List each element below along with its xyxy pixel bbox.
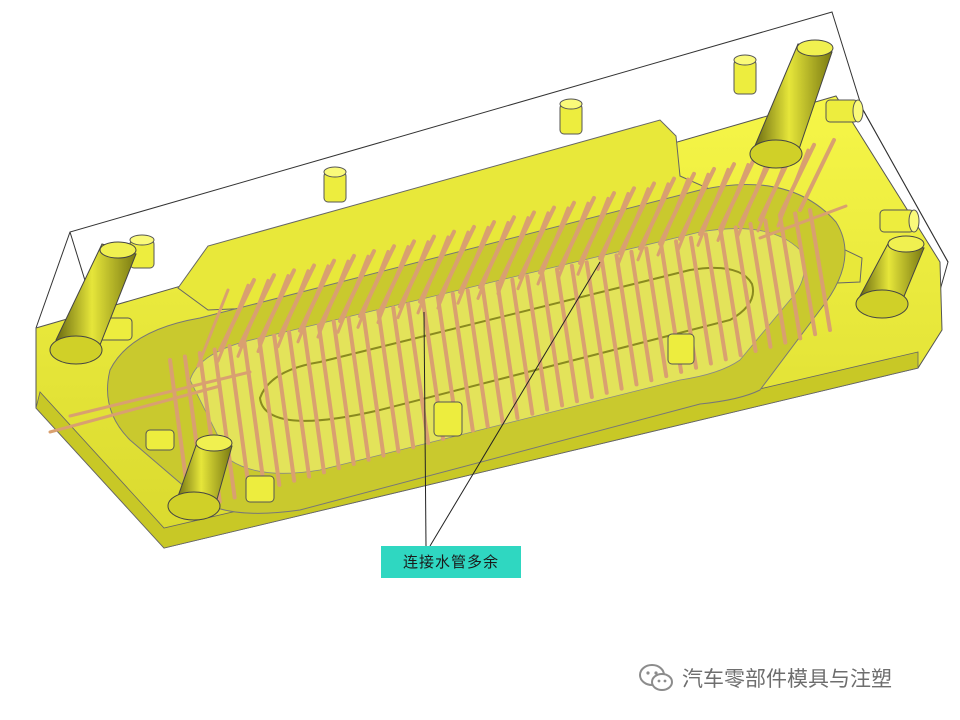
cooling-pipe-diagonal: [396, 240, 430, 320]
cooling-pipe: [346, 316, 371, 462]
cooling-pipe-diagonal: [356, 249, 390, 329]
cooling-pipe: [316, 323, 341, 471]
cooling-pipe-long: [48, 384, 222, 434]
cooling-pipe: [584, 260, 609, 395]
cooling-pipe: [763, 218, 788, 345]
cooling-pipe-diagonal: [716, 162, 750, 242]
cooling-pipe: [480, 284, 505, 425]
cooling-pipe: [703, 232, 728, 362]
cooling-pipe-diagonal: [656, 177, 690, 257]
cooling-pipe: [569, 263, 594, 399]
cooling-pipe-diagonal: [596, 191, 630, 271]
cooling-pipe: [465, 288, 490, 429]
cooling-pipe-diagonal: [296, 264, 330, 344]
cooling-pipe: [510, 277, 535, 416]
cooling-pipe-diagonal: [196, 288, 230, 368]
cooling-pipe: [748, 221, 773, 349]
cooling-pipe-diagonal: [636, 182, 670, 262]
cooling-pipe: [525, 274, 550, 412]
cooling-pipe: [242, 340, 267, 492]
cooling-pipe: [227, 344, 252, 496]
cooling-pipe: [629, 249, 654, 383]
cooling-pipe: [554, 267, 579, 404]
cooling-pipe: [778, 214, 803, 341]
cooling-pipe-diagonal: [216, 283, 250, 363]
cooling-pipe: [257, 337, 282, 487]
cooling-pipe-diagonal: [236, 278, 270, 358]
cooling-pipe: [718, 228, 743, 358]
cooling-pipe: [301, 326, 326, 475]
watermark: 汽车零部件模具与注塑: [638, 660, 892, 696]
callout-leader-lines: [423, 261, 601, 547]
cooling-pipe-diagonal: [616, 187, 650, 267]
cooling-pipe: [450, 291, 475, 433]
cooling-pipe-diagonal: [476, 220, 510, 300]
cooling-pipe-diagonal: [496, 216, 530, 296]
cooling-pipe-diagonal: [776, 148, 810, 228]
cooling-pipe: [599, 256, 624, 391]
cooling-pipe-diagonal: [576, 196, 610, 276]
cooling-pipe-diagonal: [316, 259, 350, 339]
cooling-pipe: [361, 312, 386, 458]
watermark-text: 汽车零部件模具与注塑: [682, 667, 892, 691]
cooling-pipe: [376, 309, 401, 454]
cooling-pipe-diagonal: [416, 235, 450, 315]
mold-base-front-face: [35, 351, 919, 549]
cooling-pipe: [644, 246, 669, 379]
cooling-pipe: [733, 225, 758, 353]
cooling-pipe: [793, 211, 818, 337]
cooling-pipe: [287, 330, 312, 479]
cooling-pipe: [391, 305, 416, 450]
guide-posts: [49, 39, 925, 521]
cooling-pipe-long: [68, 370, 252, 418]
cooling-pipe-diagonal: [256, 274, 290, 354]
cooling-pipe-long: [758, 204, 848, 240]
cooling-pipe-diagonal: [456, 225, 490, 305]
cooling-pipe: [495, 281, 520, 420]
cooling-pipe-diagonal: [436, 230, 470, 310]
cooling-pipe-diagonal: [676, 172, 710, 252]
cooling-pipe-diagonal: [736, 158, 770, 238]
cooling-pipe-diagonal: [276, 269, 310, 349]
cooling-pipe-diagonal: [516, 211, 550, 291]
cooling-pipe-diagonal: [376, 245, 410, 325]
water-nozzles: [95, 54, 920, 503]
callout-label: 连接水管多余: [381, 546, 521, 578]
cooling-pipe-diagonal: [556, 201, 590, 281]
cooling-pipe: [688, 235, 713, 366]
cooling-pipe: [212, 347, 237, 500]
cooling-pipe: [614, 253, 639, 387]
cooling-pipe-diagonal: [336, 254, 370, 334]
cooling-pipe-diagonal: [696, 167, 730, 247]
cooling-pipe: [808, 208, 832, 332]
cooling-pipe: [272, 333, 297, 483]
cooling-pipe-diagonal: [798, 138, 836, 212]
cooling-pipe: [331, 319, 356, 466]
wechat-icon: [639, 664, 673, 691]
cooling-pipe: [540, 270, 565, 408]
cooling-pipe-diagonal: [536, 206, 570, 286]
